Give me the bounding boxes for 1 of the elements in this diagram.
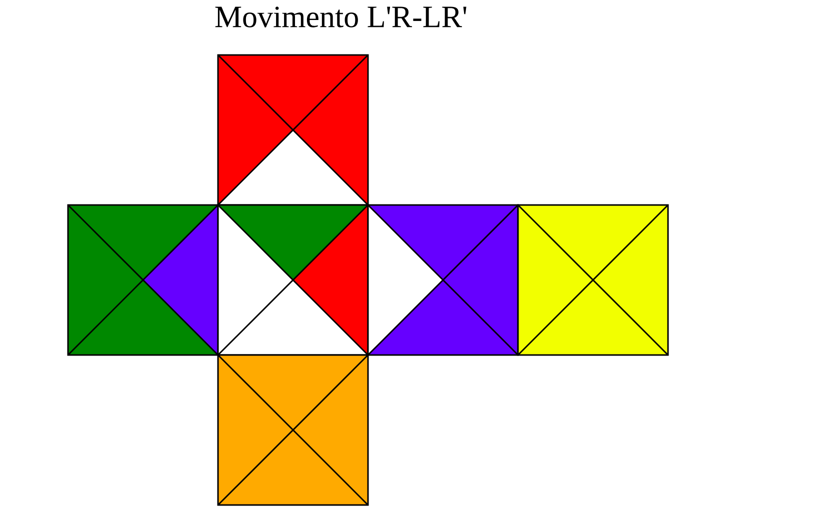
title: Movimento L'R-LR' <box>215 6 466 28</box>
